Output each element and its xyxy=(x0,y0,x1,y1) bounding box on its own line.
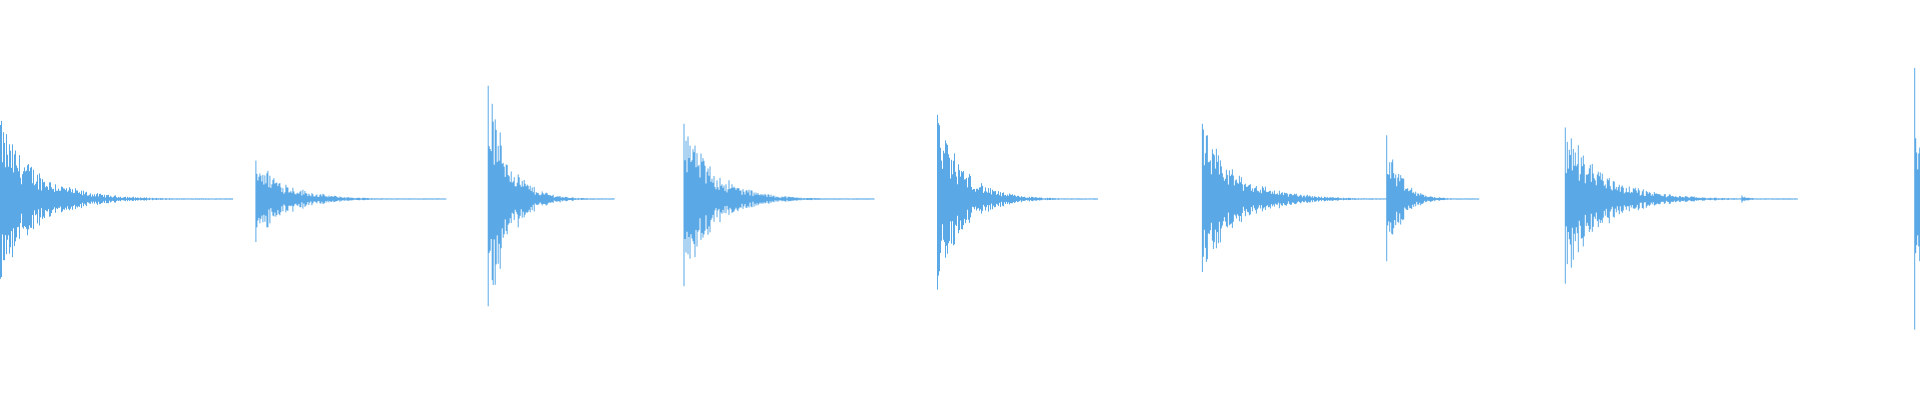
waveform-trace xyxy=(0,67,1920,330)
